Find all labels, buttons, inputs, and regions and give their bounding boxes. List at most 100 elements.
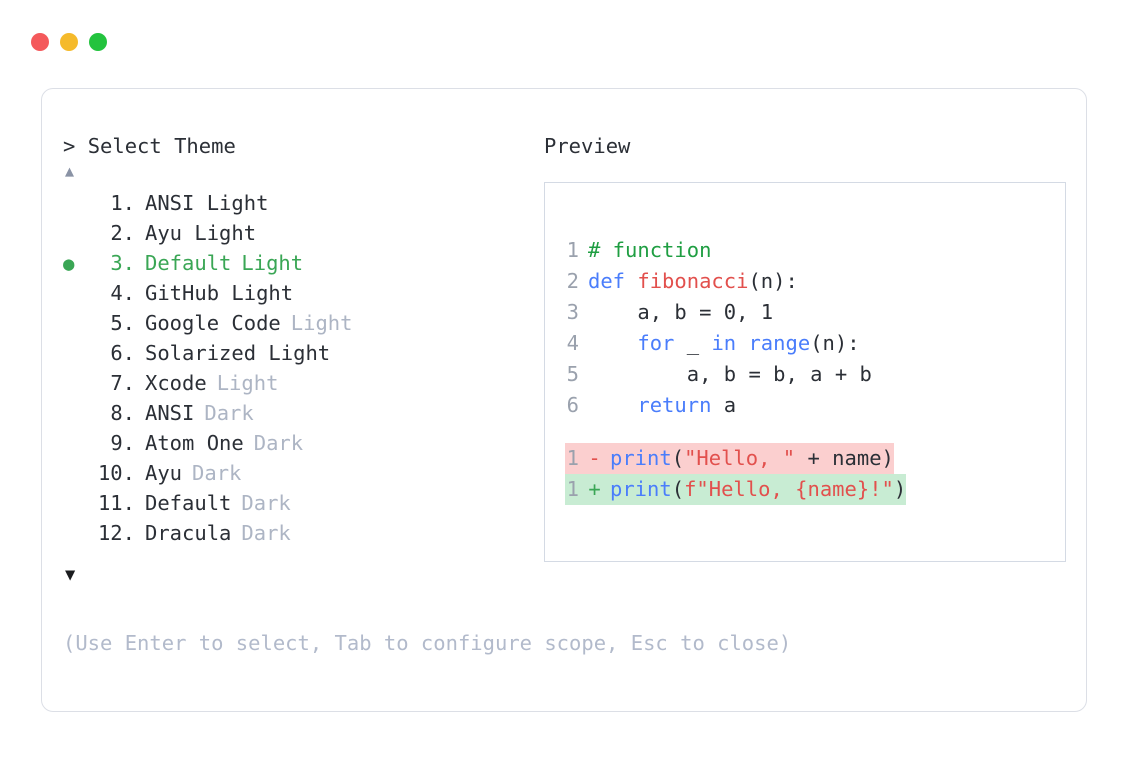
code-token-kw: return	[637, 393, 712, 417]
theme-list-item[interactable]: 10. Ayu Dark	[63, 458, 533, 488]
code-token-str: f"Hello, {name}!"	[684, 477, 894, 501]
code-content: # function	[588, 235, 711, 266]
theme-variant-tag: Light	[216, 371, 279, 395]
code-token-kw: def	[588, 269, 638, 293]
theme-variant-tag: Dark	[192, 461, 242, 485]
code-content: print("Hello, " + name)	[610, 443, 894, 474]
theme-name: Solarized Light	[145, 341, 331, 365]
theme-index: 5.	[110, 311, 135, 335]
window-minimize-dot[interactable]	[60, 33, 78, 51]
theme-name: Ayu Light	[145, 221, 257, 245]
diff-marker-icon: -	[588, 446, 601, 470]
diff-line-add: 1+print(f"Hello, {name}!")	[565, 474, 907, 505]
keyboard-hint: (Use Enter to select, Tab to configure s…	[63, 631, 792, 655]
theme-index: 9.	[110, 431, 135, 455]
window-titlebar	[31, 33, 107, 51]
code-token-plain: + name)	[795, 446, 894, 470]
code-line: 5 a, b = b, a + b	[565, 359, 1065, 390]
theme-picker-card: > Select Theme ▲ 1. ANSI Light 2. Ayu Light…	[41, 88, 1087, 712]
line-number: 1	[566, 238, 579, 262]
theme-index: 2.	[110, 221, 135, 245]
theme-list-item[interactable]: 2. Ayu Light	[63, 218, 533, 248]
code-token-plain: a, b = 0, 1	[588, 300, 774, 324]
code-line: 2 def fibonacci(n):	[565, 266, 1065, 297]
line-number: 1	[566, 446, 579, 470]
theme-list-item[interactable]: 1. ANSI Light	[63, 188, 533, 218]
code-content: for _ in range(n):	[588, 328, 860, 359]
theme-list-item[interactable]: 4. GitHub Light	[63, 278, 533, 308]
theme-name: GitHub Light	[145, 281, 294, 305]
theme-index: 6.	[110, 341, 135, 365]
code-token-kw: in range	[711, 331, 811, 355]
theme-list-column: > Select Theme ▲ 1. ANSI Light 2. Ayu Light…	[63, 133, 533, 586]
theme-list-item[interactable]: 6. Solarized Light	[63, 338, 533, 368]
code-spacer	[565, 421, 1065, 443]
code-content: return a	[588, 390, 736, 421]
diff-block: 1-print("Hello, " + name)1+print(f"Hello…	[565, 443, 1065, 505]
diff-marker-icon: +	[588, 477, 601, 501]
code-line: 1 # function	[565, 235, 1065, 266]
window-close-dot[interactable]	[31, 33, 49, 51]
theme-index: 12.	[97, 521, 135, 545]
diff-line-del: 1-print("Hello, " + name)	[565, 443, 894, 474]
theme-list-item[interactable]: 11. Default Dark	[63, 488, 533, 518]
theme-index: 7.	[110, 371, 135, 395]
page-title: Select Theme	[87, 134, 236, 158]
theme-variant-tag: Dark	[241, 491, 291, 515]
code-token-plain: (n):	[810, 331, 860, 355]
code-token-fn: fibonacci	[637, 269, 749, 293]
theme-list-item[interactable]: 7. Xcode Light	[63, 368, 533, 398]
code-token-plain: a	[711, 393, 737, 417]
preview-label: Preview	[544, 134, 631, 158]
code-token-plain: _	[674, 331, 712, 355]
code-token-plain: a, b = b, a + b	[588, 362, 872, 386]
theme-index: 3.	[110, 251, 135, 275]
code-line: 3 a, b = 0, 1	[565, 297, 1065, 328]
code-token-plain: )	[893, 477, 907, 501]
theme-variant-tag: Dark	[241, 521, 291, 545]
theme-name: Ayu	[145, 461, 183, 485]
scroll-up-icon[interactable]: ▲	[65, 162, 75, 180]
theme-variant-tag: Light	[241, 251, 304, 275]
theme-variant-tag: Dark	[253, 431, 304, 455]
theme-name: ANSI Light	[145, 191, 269, 215]
code-token-plain: (	[671, 477, 685, 501]
code-token-kw: print	[610, 446, 672, 470]
theme-variant-tag: Light	[290, 311, 353, 335]
theme-name: Google Code	[145, 311, 281, 335]
code-token-plain: (n):	[748, 269, 798, 293]
code-line: 6 return a	[565, 390, 1065, 421]
theme-index: 1.	[110, 191, 135, 215]
theme-name: Default	[145, 251, 232, 275]
code-line: 4 for _ in range(n):	[565, 328, 1065, 359]
theme-list-item[interactable]: 12. Dracula Dark	[63, 518, 533, 548]
theme-index: 4.	[110, 281, 135, 305]
theme-name: Dracula	[145, 521, 232, 545]
code-token-comment: # function	[588, 238, 712, 262]
theme-index: 8.	[110, 401, 135, 425]
theme-name: Default	[145, 491, 232, 515]
code-content: a, b = b, a + b	[588, 359, 872, 390]
code-content: a, b = 0, 1	[588, 297, 773, 328]
code-token-str: "Hello, "	[684, 446, 796, 470]
theme-index: 11.	[97, 491, 135, 515]
prompt-header: > Select Theme	[63, 133, 533, 160]
code-token-plain: (	[671, 446, 685, 470]
theme-list-item[interactable]: 5. Google Code Light	[63, 308, 533, 338]
prompt-marker: >	[63, 134, 76, 158]
window-maximize-dot[interactable]	[89, 33, 107, 51]
scroll-down-icon[interactable]: ▼	[65, 565, 76, 585]
line-number: 6	[566, 393, 579, 417]
theme-name: ANSI	[145, 401, 195, 425]
theme-index: 10.	[97, 461, 135, 485]
theme-name: Xcode	[145, 371, 207, 395]
line-number: 2	[566, 269, 579, 293]
